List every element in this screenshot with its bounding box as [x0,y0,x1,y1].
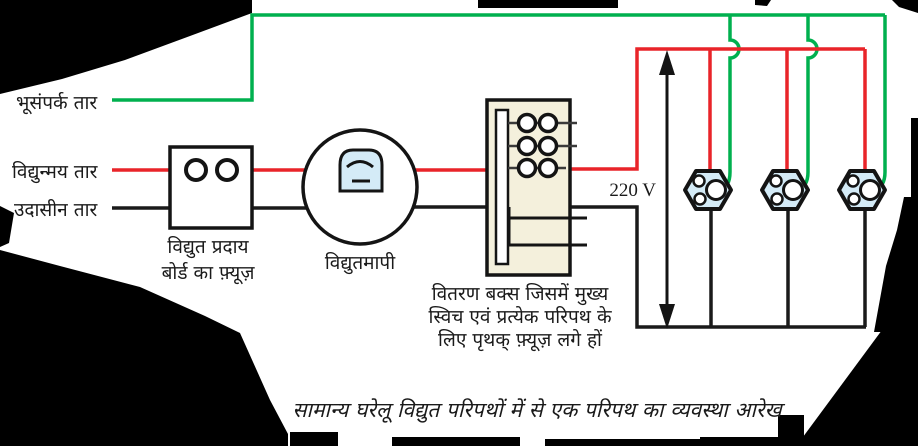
edge-artifact-bottom-square [778,415,804,437]
socket-hole-icon [692,174,706,188]
socket-earth-hole-icon [782,179,804,201]
socket-earth-hole-icon [705,179,727,201]
earth-wire-drop-1 [719,15,741,192]
circuit-fuse-icon [537,135,559,157]
earth-wire-drop-3 [873,15,887,192]
earth-wire-main [112,13,885,102]
arrow-up-icon [659,50,675,75]
distribution-box-label-line1: वितरण बक्स जिसमें मुख्य [432,282,610,306]
power-socket-3 [837,169,887,211]
meter-label: विद्युतमापी [325,251,396,275]
edge-artifact-bottom-left [0,250,288,446]
edge-artifact-bottom-strip-1 [290,432,338,446]
socket-hole-icon [693,192,707,206]
power-socket-2 [760,169,810,211]
edge-artifact-bottom-strip-3 [545,439,705,446]
circuit-fuse-icon [516,112,538,134]
edge-artifact-bottom-strip-2 [392,437,520,446]
edge-artifact-top-bar [478,0,618,8]
edge-artifact-right-strip [874,118,918,332]
edge-artifact-top-right [892,0,918,13]
edge-artifact-top-small [755,0,771,6]
main-switch-icon [494,108,510,266]
power-socket-1 [683,169,733,211]
circuit-fuse-icon [516,157,538,179]
socket-hole-icon [847,192,861,206]
fuse-terminal-icon [215,158,239,182]
distribution-box [485,98,587,277]
electricity-meter [301,128,419,246]
circuit-fuse-icon [516,135,538,157]
supply-fuse-label-line2: बोर्ड का फ़्यूज़ [162,261,256,285]
live-wire-box-to-top [566,47,865,171]
socket-earth-hole-icon [859,179,881,201]
edge-artifact-bottom-right [800,320,918,441]
meter-dial-inner-icon [350,161,370,166]
distribution-box-label-line2: स्विच एवं प्रत्येक परिपथ के [428,305,612,328]
voltage-label: 220 V [609,180,656,201]
edge-artifact-bottom-strip-4 [700,437,918,446]
voltage-arrow [659,50,675,329]
circuit-fuse-icon [537,112,559,134]
neutral-wire-label: उदासीन तार [14,198,99,221]
live-wire-label: विद्युन्मय तार [12,160,99,184]
edge-artifact-left-small [0,206,14,247]
supply-fuse-box [168,145,254,230]
socket-hole-icon [846,174,860,188]
meter-body-icon [338,148,384,193]
fuse-terminal-icon [184,158,208,182]
distribution-box-label-line3: लिए पृथक् फ़्यूज़ लगे हों [438,328,603,352]
figure-caption: सामान्य घरेलू विद्युत परिपथों में से एक … [292,398,785,423]
arrow-down-icon [659,304,675,329]
earth-wire-label: भूसंपर्क तार [16,91,98,115]
edge-artifact-top-left [0,0,252,94]
supply-fuse-label-line1: विद्युत प्रदाय [167,235,249,259]
earth-wire-drop-2 [796,15,819,192]
socket-hole-icon [769,174,783,188]
socket-hole-icon [770,192,784,206]
circuit-fuse-icon [537,157,559,179]
